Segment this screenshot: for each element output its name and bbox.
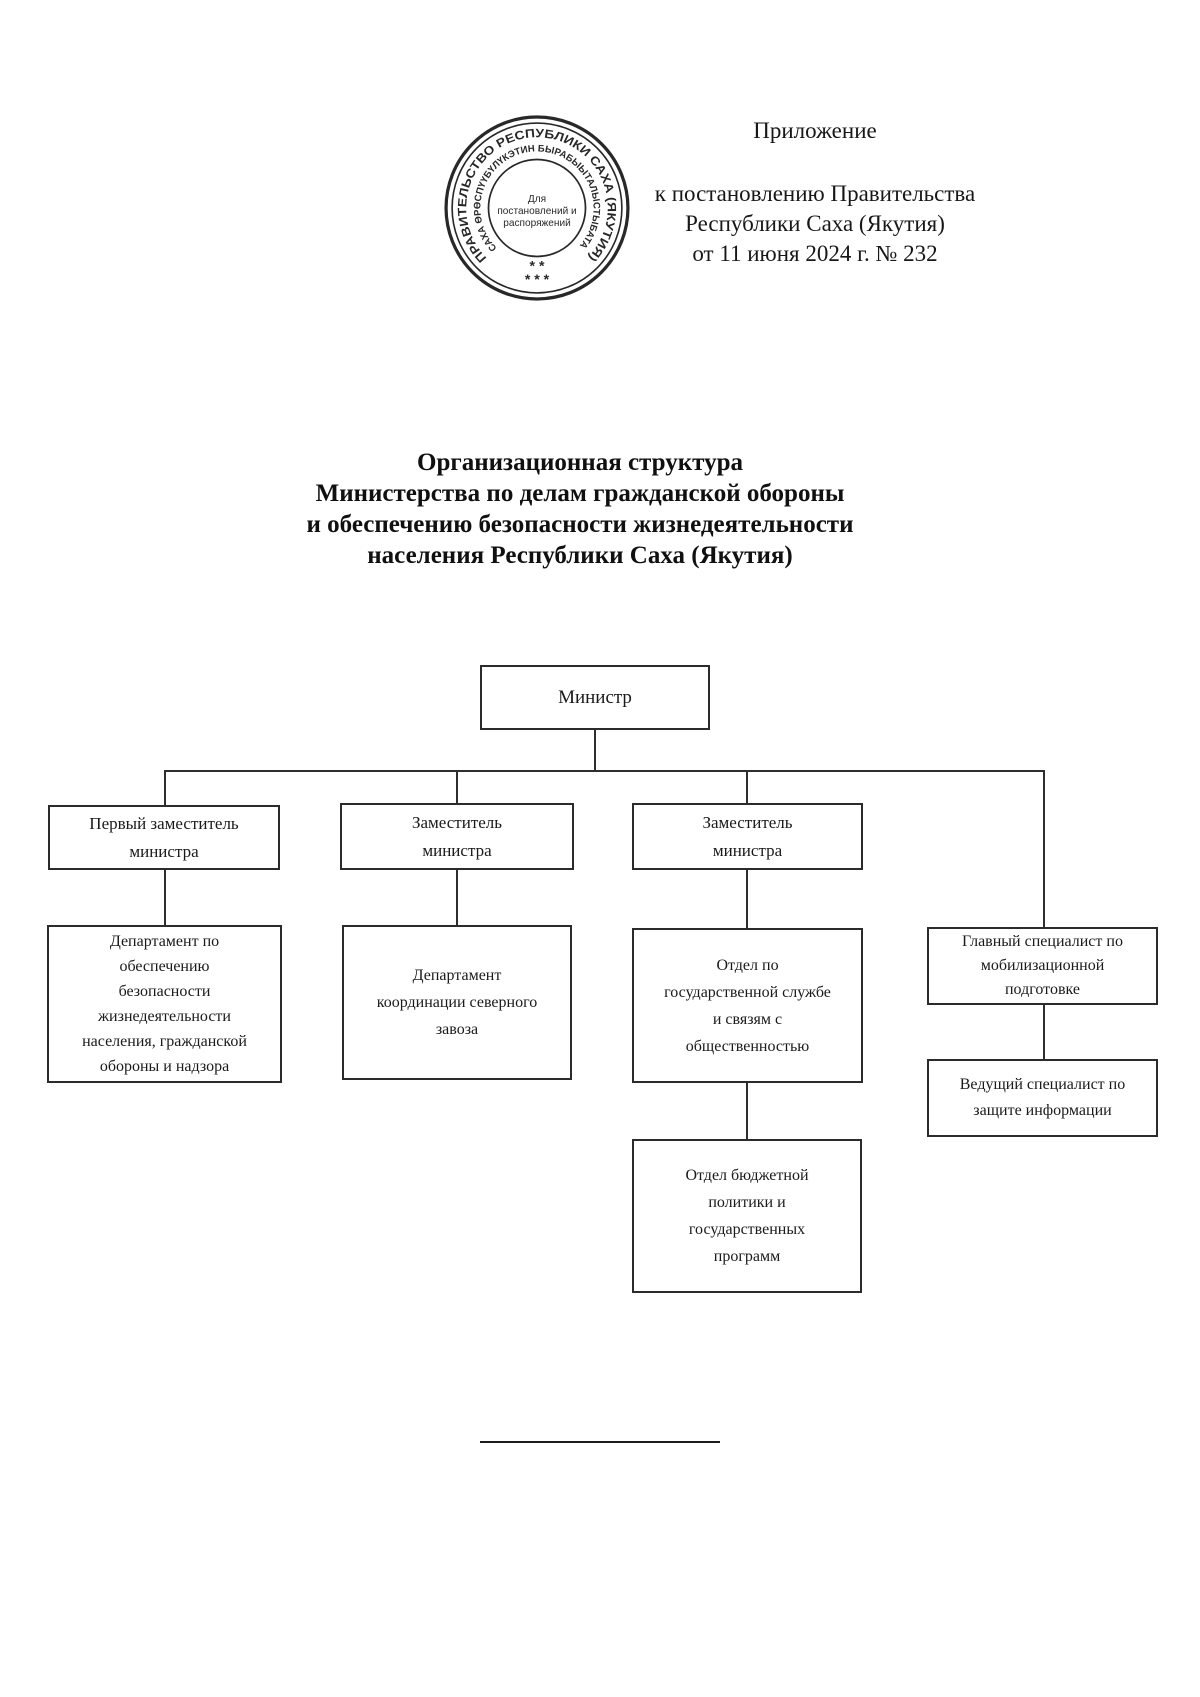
connector-minister-drop [594,730,596,771]
org-box-dept-budget-label: Отдел бюджетной политики и государственн… [685,1167,809,1265]
org-box-dept-civil-service: Отдел по государственной службе и связям… [632,928,863,1083]
org-box-deputy3-label: Заместитель министра [702,812,793,860]
stamp-center-circle [487,158,587,258]
connector-first-deputy-to-dept-safety [164,869,166,926]
stamp-outer-circle [444,115,630,301]
connector-deputy3-to-dept-civil-service [746,869,748,929]
org-box-dept-safety: Департамент по обеспечению безопасности … [47,925,282,1083]
footnote-rule [480,1441,720,1443]
appendix-annotation: Приложение к постановлению Правительства… [600,116,1030,269]
stamp-outer-inner-circle [451,122,623,294]
org-box-first-deputy: Первый заместитель министра [48,805,280,870]
document-title: Организационная структура Министерства п… [120,447,1040,571]
org-box-deputy2-label: Заместитель министра [411,812,503,860]
title-line-1: Организационная структура [417,449,743,476]
org-box-dept-northern-label: Департамент координации северного завоза [376,967,538,1038]
stamp-stars-row1: * * [530,258,545,274]
title-line-2: Министерства по делам гражданской оборон… [315,480,845,507]
org-box-deputy2: Заместитель министра [340,803,574,870]
connector-deputy2-to-dept-northern [456,869,458,926]
appendix-region-line: Республики Саха (Якутия) [685,211,945,236]
appendix-date-number-line: от 11 июня 2024 г. № 232 [692,241,938,266]
connector-main-horizontal [164,770,1045,772]
official-stamp-icon: ПРАВИТЕЛЬСТВО РЕСПУБЛИКИ САХА (ЯКУТИЯ) С… [444,115,630,301]
connector-drop-deputy2 [456,770,458,804]
org-box-chief-mobilization: Главный специалист по мобилизационной по… [927,927,1158,1005]
org-box-dept-safety-label: Департамент по обеспечению безопасности … [82,933,247,1075]
connector-drop-deputy3 [746,770,748,804]
stamp-center-text-line3: распоряжений [503,218,571,229]
org-box-chief-mobilization-label: Главный специалист по мобилизационной по… [962,933,1123,998]
appendix-label: Приложение [753,118,877,143]
title-line-3: и обеспечению безопасности жизнедеятельн… [306,511,854,538]
org-box-minister-label: Министр [558,686,632,708]
org-box-dept-northern: Департамент координации северного завоза [342,925,572,1080]
org-box-deputy3: Заместитель министра [632,803,863,870]
connector-drop-first-deputy [164,770,166,806]
org-box-lead-infosec-label: Ведущий специалист по защите информации [959,1076,1126,1119]
org-box-dept-civil-service-label: Отдел по государственной службе и связям… [664,956,831,1055]
stamp-stars-row2: * * * [525,271,550,287]
org-box-lead-infosec: Ведущий специалист по защите информации [927,1059,1158,1137]
appendix-decree-line: к постановлению Правительства [654,181,976,206]
connector-civil-service-to-budget [746,1082,748,1140]
title-line-4: населения Республики Саха (Якутия) [367,542,793,569]
stamp-center-text-line1: Для [528,194,546,205]
org-box-first-deputy-label: Первый заместитель министра [89,813,239,861]
stamp-center-text-line2: постановлений и [497,206,576,217]
connector-mobilization-to-infosec [1043,1004,1045,1060]
connector-drop-chief-mobilization [1043,770,1045,928]
org-box-dept-budget: Отдел бюджетной политики и государственн… [632,1139,862,1293]
org-box-minister: Министр [480,665,710,730]
